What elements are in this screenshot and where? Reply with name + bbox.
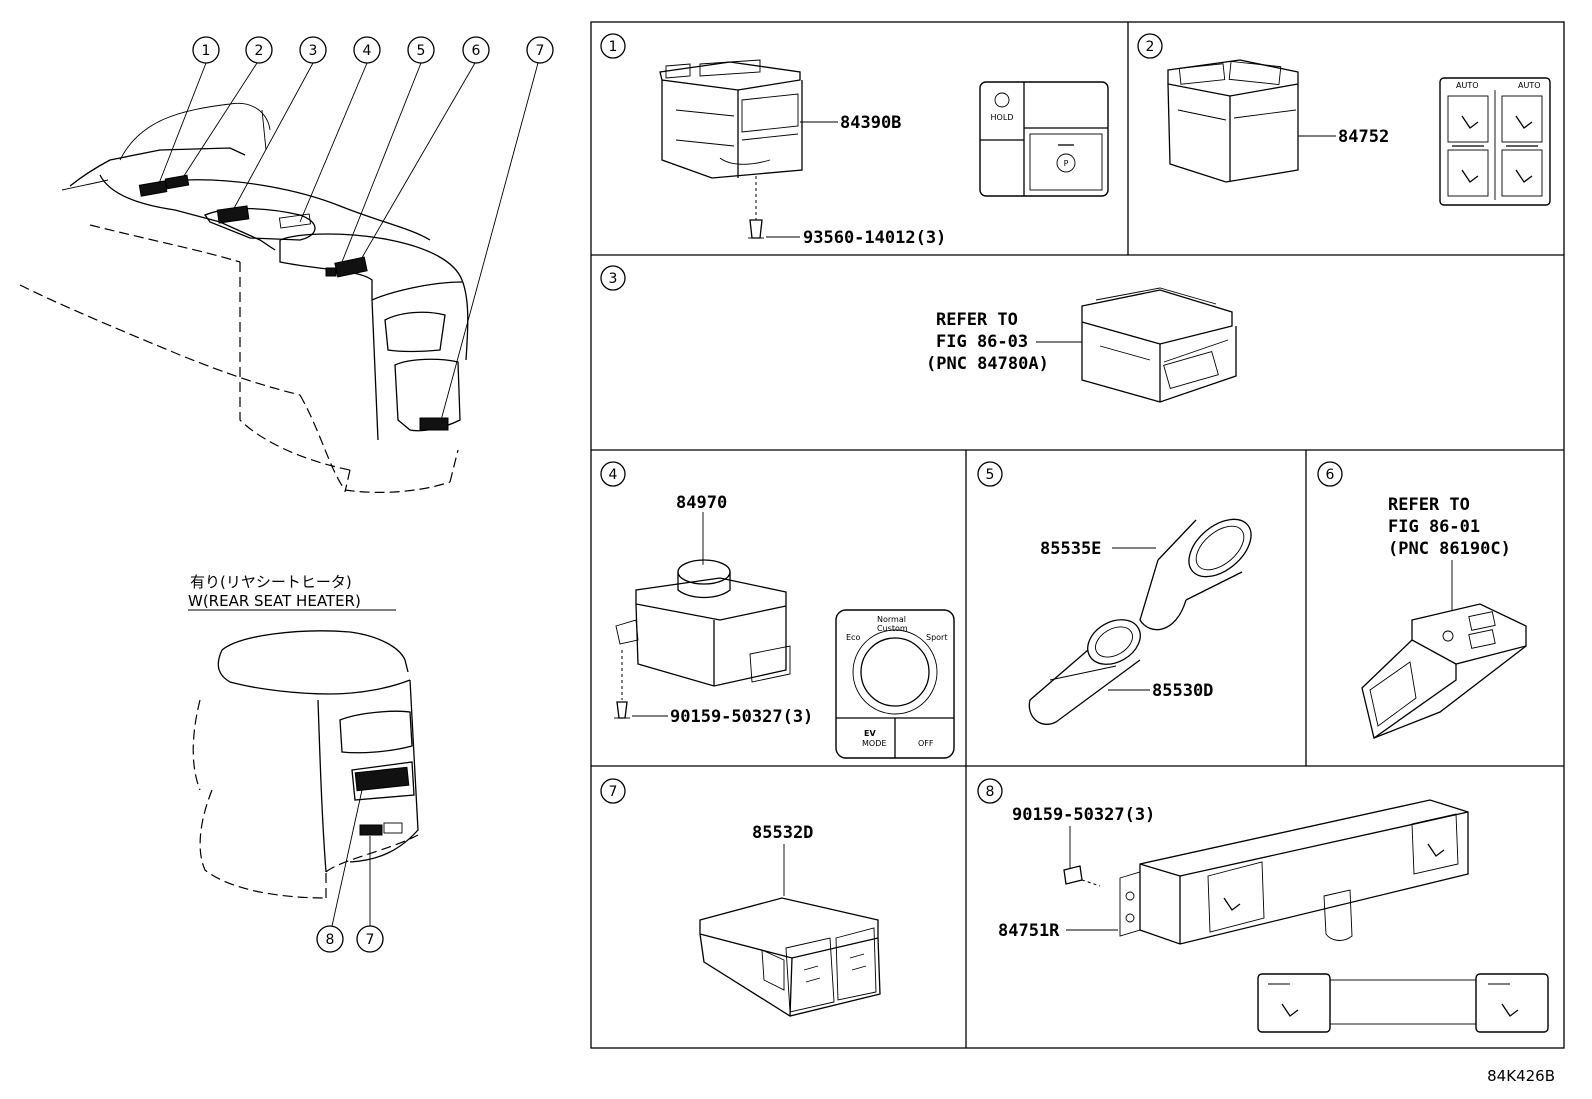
refer-line-1: REFER TO <box>936 310 1018 330</box>
svg-text:7: 7 <box>609 784 618 800</box>
svg-text:4: 4 <box>609 467 618 483</box>
p-label: P <box>1064 159 1069 168</box>
svg-text:2: 2 <box>255 43 264 59</box>
panel-3: 3 REFER TO FIG 86-03 (PNC 84780A) <box>600 265 1237 403</box>
panel-7: 7 85532D <box>600 778 881 1017</box>
variant-label-jp: 有り(リヤシートヒータ) <box>190 573 352 591</box>
svg-text:3: 3 <box>309 43 318 59</box>
panel-1: 1 84390B 93560-14012(3) HOLD P <box>600 33 1109 248</box>
panel-8: 8 90159-50327(3) 84751R <box>977 778 1549 1033</box>
panel-5: 5 85535E 85530D <box>977 461 1252 725</box>
panel-6: 6 REFER TO FIG 86-01 (PNC 86190C) <box>1317 461 1527 740</box>
svg-text:7: 7 <box>366 932 375 948</box>
part-90159-50327-b: 90159-50327(3) <box>1012 805 1155 825</box>
refer-line-2: FIG 86-03 <box>936 332 1028 352</box>
svg-text:8: 8 <box>986 784 995 800</box>
variant-callout-7: 7 <box>356 925 384 953</box>
rear-seat-heater-overview: 有り(リヤシートヒータ) W(REAR SEAT HEATER) 8 7 <box>188 573 419 953</box>
callout-3: 3 <box>299 36 327 64</box>
callout-2: 2 <box>245 36 273 64</box>
refer-line-2: FIG 86-01 <box>1388 517 1480 537</box>
part-84752: 84752 <box>1338 127 1389 147</box>
mode-custom: Custom <box>877 624 908 633</box>
auto-label-left: AUTO <box>1456 81 1479 90</box>
mode-sport: Sport <box>926 633 947 642</box>
svg-text:1: 1 <box>609 39 618 55</box>
ev-label: EV <box>864 729 876 738</box>
callout-4: 4 <box>353 36 381 64</box>
panel-2: 2 84752 AUTO AUTO <box>1137 33 1551 206</box>
mode-normal: Normal <box>877 615 906 624</box>
off-label: OFF <box>918 739 934 748</box>
svg-text:6: 6 <box>472 43 481 59</box>
refer-line-3: (PNC 86190C) <box>1388 539 1511 559</box>
part-85532D: 85532D <box>752 823 813 843</box>
overview-callouts: 1 2 3 4 5 6 7 <box>192 36 554 64</box>
svg-text:5: 5 <box>986 467 995 483</box>
variant-label-en: W(REAR SEAT HEATER) <box>188 592 361 610</box>
svg-text:3: 3 <box>609 271 618 287</box>
refer-line-1: REFER TO <box>1388 495 1470 515</box>
part-85530D: 85530D <box>1152 681 1213 701</box>
part-84751R: 84751R <box>998 921 1060 941</box>
svg-text:5: 5 <box>417 43 426 59</box>
part-85535E: 85535E <box>1040 539 1101 559</box>
figure-code: 84K426B <box>1487 1067 1555 1085</box>
hold-label: HOLD <box>991 113 1014 122</box>
panel-4: 4 84970 90159-50327(3) Eco Normal Custom… <box>600 461 955 759</box>
svg-text:2: 2 <box>1146 39 1155 55</box>
callout-5: 5 <box>407 36 435 64</box>
svg-text:6: 6 <box>1326 467 1335 483</box>
auto-label-right: AUTO <box>1518 81 1541 90</box>
svg-text:1: 1 <box>202 43 211 59</box>
ev-mode-label: MODE <box>862 739 886 748</box>
part-90159-50327-a: 90159-50327(3) <box>670 707 813 727</box>
mode-eco: Eco <box>846 633 860 642</box>
callout-1: 1 <box>192 36 220 64</box>
part-93560-14012: 93560-14012(3) <box>803 228 946 248</box>
panel-grid <box>590 21 1565 1049</box>
callout-6: 6 <box>462 36 490 64</box>
part-84970: 84970 <box>676 493 727 513</box>
svg-text:4: 4 <box>363 43 372 59</box>
callout-7: 7 <box>526 36 554 64</box>
refer-line-3: (PNC 84780A) <box>926 354 1049 374</box>
console-overview <box>19 62 539 493</box>
variant-callout-8: 8 <box>316 925 344 953</box>
part-84390B: 84390B <box>840 113 901 133</box>
svg-text:8: 8 <box>326 932 335 948</box>
svg-text:7: 7 <box>536 43 545 59</box>
